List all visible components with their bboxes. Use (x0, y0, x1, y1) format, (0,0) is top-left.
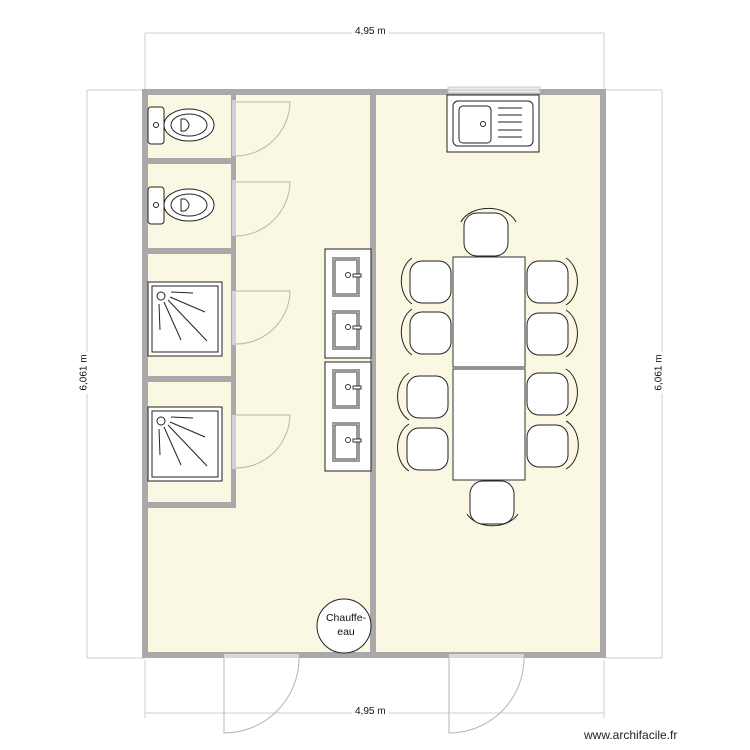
washbasins (332, 257, 362, 462)
kitchen-sink (446, 94, 540, 153)
water-heater-label: Chauffe- eau (317, 611, 375, 639)
dimension-top: 4,95 m (352, 26, 389, 37)
window (447, 86, 541, 94)
water-heater-label-line2: eau (337, 626, 355, 638)
dimension-bottom: 4,95 m (352, 706, 389, 717)
dimension-right: 6,061 m (653, 351, 665, 394)
entrance-doors (223, 654, 525, 734)
shower-1 (147, 281, 223, 357)
cubicle-doors (232, 100, 291, 469)
shower-2 (147, 406, 223, 482)
toilet-1 (147, 106, 215, 145)
watermark: www.archifacile.fr (584, 728, 678, 742)
dimension-left: 6,061 m (78, 351, 90, 394)
chairs (397, 207, 579, 527)
dining-tables (452, 256, 526, 481)
water-heater-label-line1: Chauffe- (325, 612, 367, 624)
water-heater (316, 598, 372, 654)
toilet-2 (147, 186, 215, 225)
